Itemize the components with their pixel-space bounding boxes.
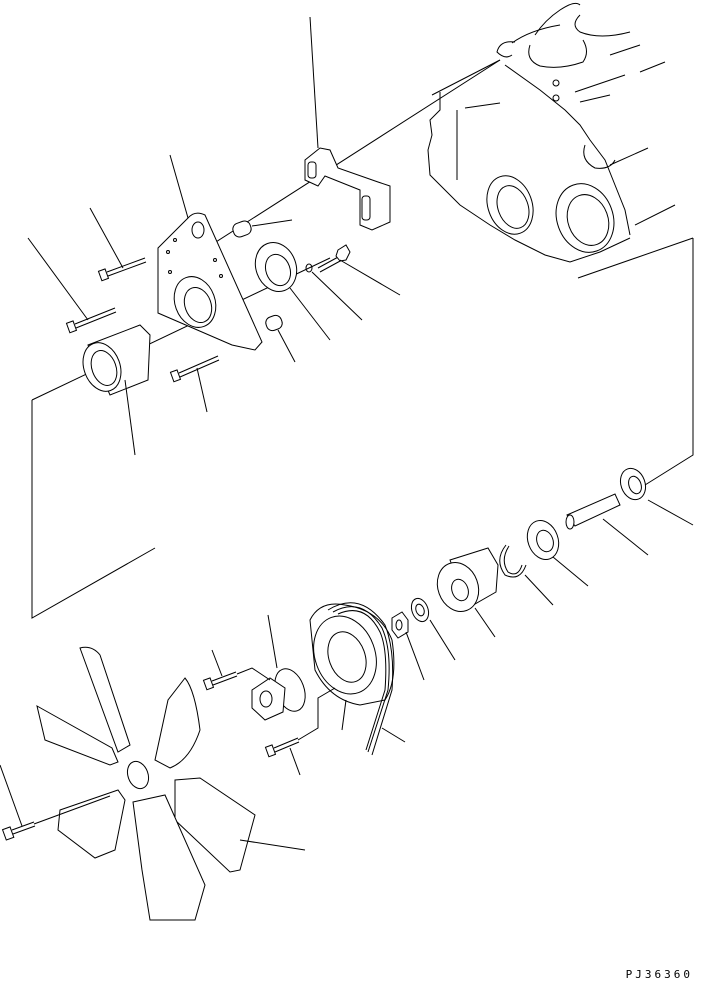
fan (36, 646, 306, 921)
nut (391, 611, 425, 681)
bolt-upper-right (317, 244, 401, 296)
reference-line-left-frame (31, 400, 156, 619)
reference-line-right-top (577, 237, 694, 279)
bearing-flange (254, 242, 331, 341)
fan-shaft (565, 493, 649, 556)
engine-front-cover (427, 2, 676, 263)
bearing-housing (82, 324, 151, 456)
mounting-bracket (304, 16, 391, 231)
bolt-left (27, 237, 117, 334)
washer-small (410, 597, 456, 661)
snap-ring (499, 544, 554, 606)
hub-housing (436, 547, 499, 638)
reference-line-right-frame (644, 238, 694, 486)
spacer-lower (265, 314, 296, 363)
bolt-fan (0, 764, 111, 841)
bolt-upper-left (89, 207, 147, 282)
washer (305, 263, 363, 321)
bolt-lower (169, 355, 220, 413)
fan-support-plate (157, 154, 263, 351)
bolt-pulley (264, 687, 336, 776)
bolt-hub (202, 649, 271, 691)
bearing-right (619, 467, 694, 526)
spacer-upper (232, 219, 293, 238)
reference-line-upper (179, 59, 501, 266)
v-belt (327, 602, 406, 756)
drawing-code: PJ36360 (625, 968, 693, 981)
fan-pulley (309, 603, 395, 731)
bearing-left (526, 520, 589, 587)
fan-spacer-hub (251, 614, 306, 721)
